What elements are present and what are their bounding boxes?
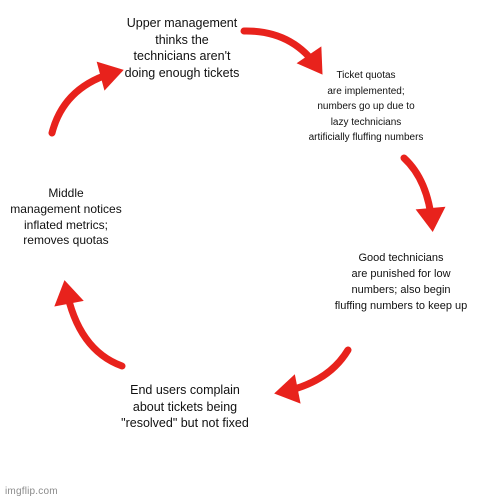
arrow-step2-to-step3-head bbox=[415, 206, 446, 232]
arrow-step1-to-step2 bbox=[240, 27, 323, 75]
cycle-step-upper-management: Upper management thinks the technicians … bbox=[124, 16, 240, 80]
arrow-step2-to-step3 bbox=[400, 154, 446, 232]
arrow-step5-to-step1 bbox=[48, 61, 124, 137]
arrow-step5-to-step1-head bbox=[96, 61, 124, 91]
watermark: imgflip.com bbox=[5, 486, 58, 497]
arrow-step4-to-step5-head bbox=[54, 280, 84, 307]
arrow-step3-to-step4-head bbox=[274, 374, 301, 404]
cycle-step-middle-management: Middle management notices inflated metri… bbox=[10, 186, 122, 248]
cycle-step-good-technicians-punished: Good technicians are punished for low nu… bbox=[334, 252, 468, 312]
arrow-step1-to-step2-head bbox=[296, 46, 323, 75]
arrow-step4-to-step5 bbox=[54, 280, 126, 370]
arrow-step3-to-step4 bbox=[274, 346, 352, 404]
cycle-step-ticket-quotas: Ticket quotas are implemented; numbers g… bbox=[308, 70, 424, 143]
cycle-step-end-users-complain: End users complain about tickets being "… bbox=[121, 383, 249, 430]
